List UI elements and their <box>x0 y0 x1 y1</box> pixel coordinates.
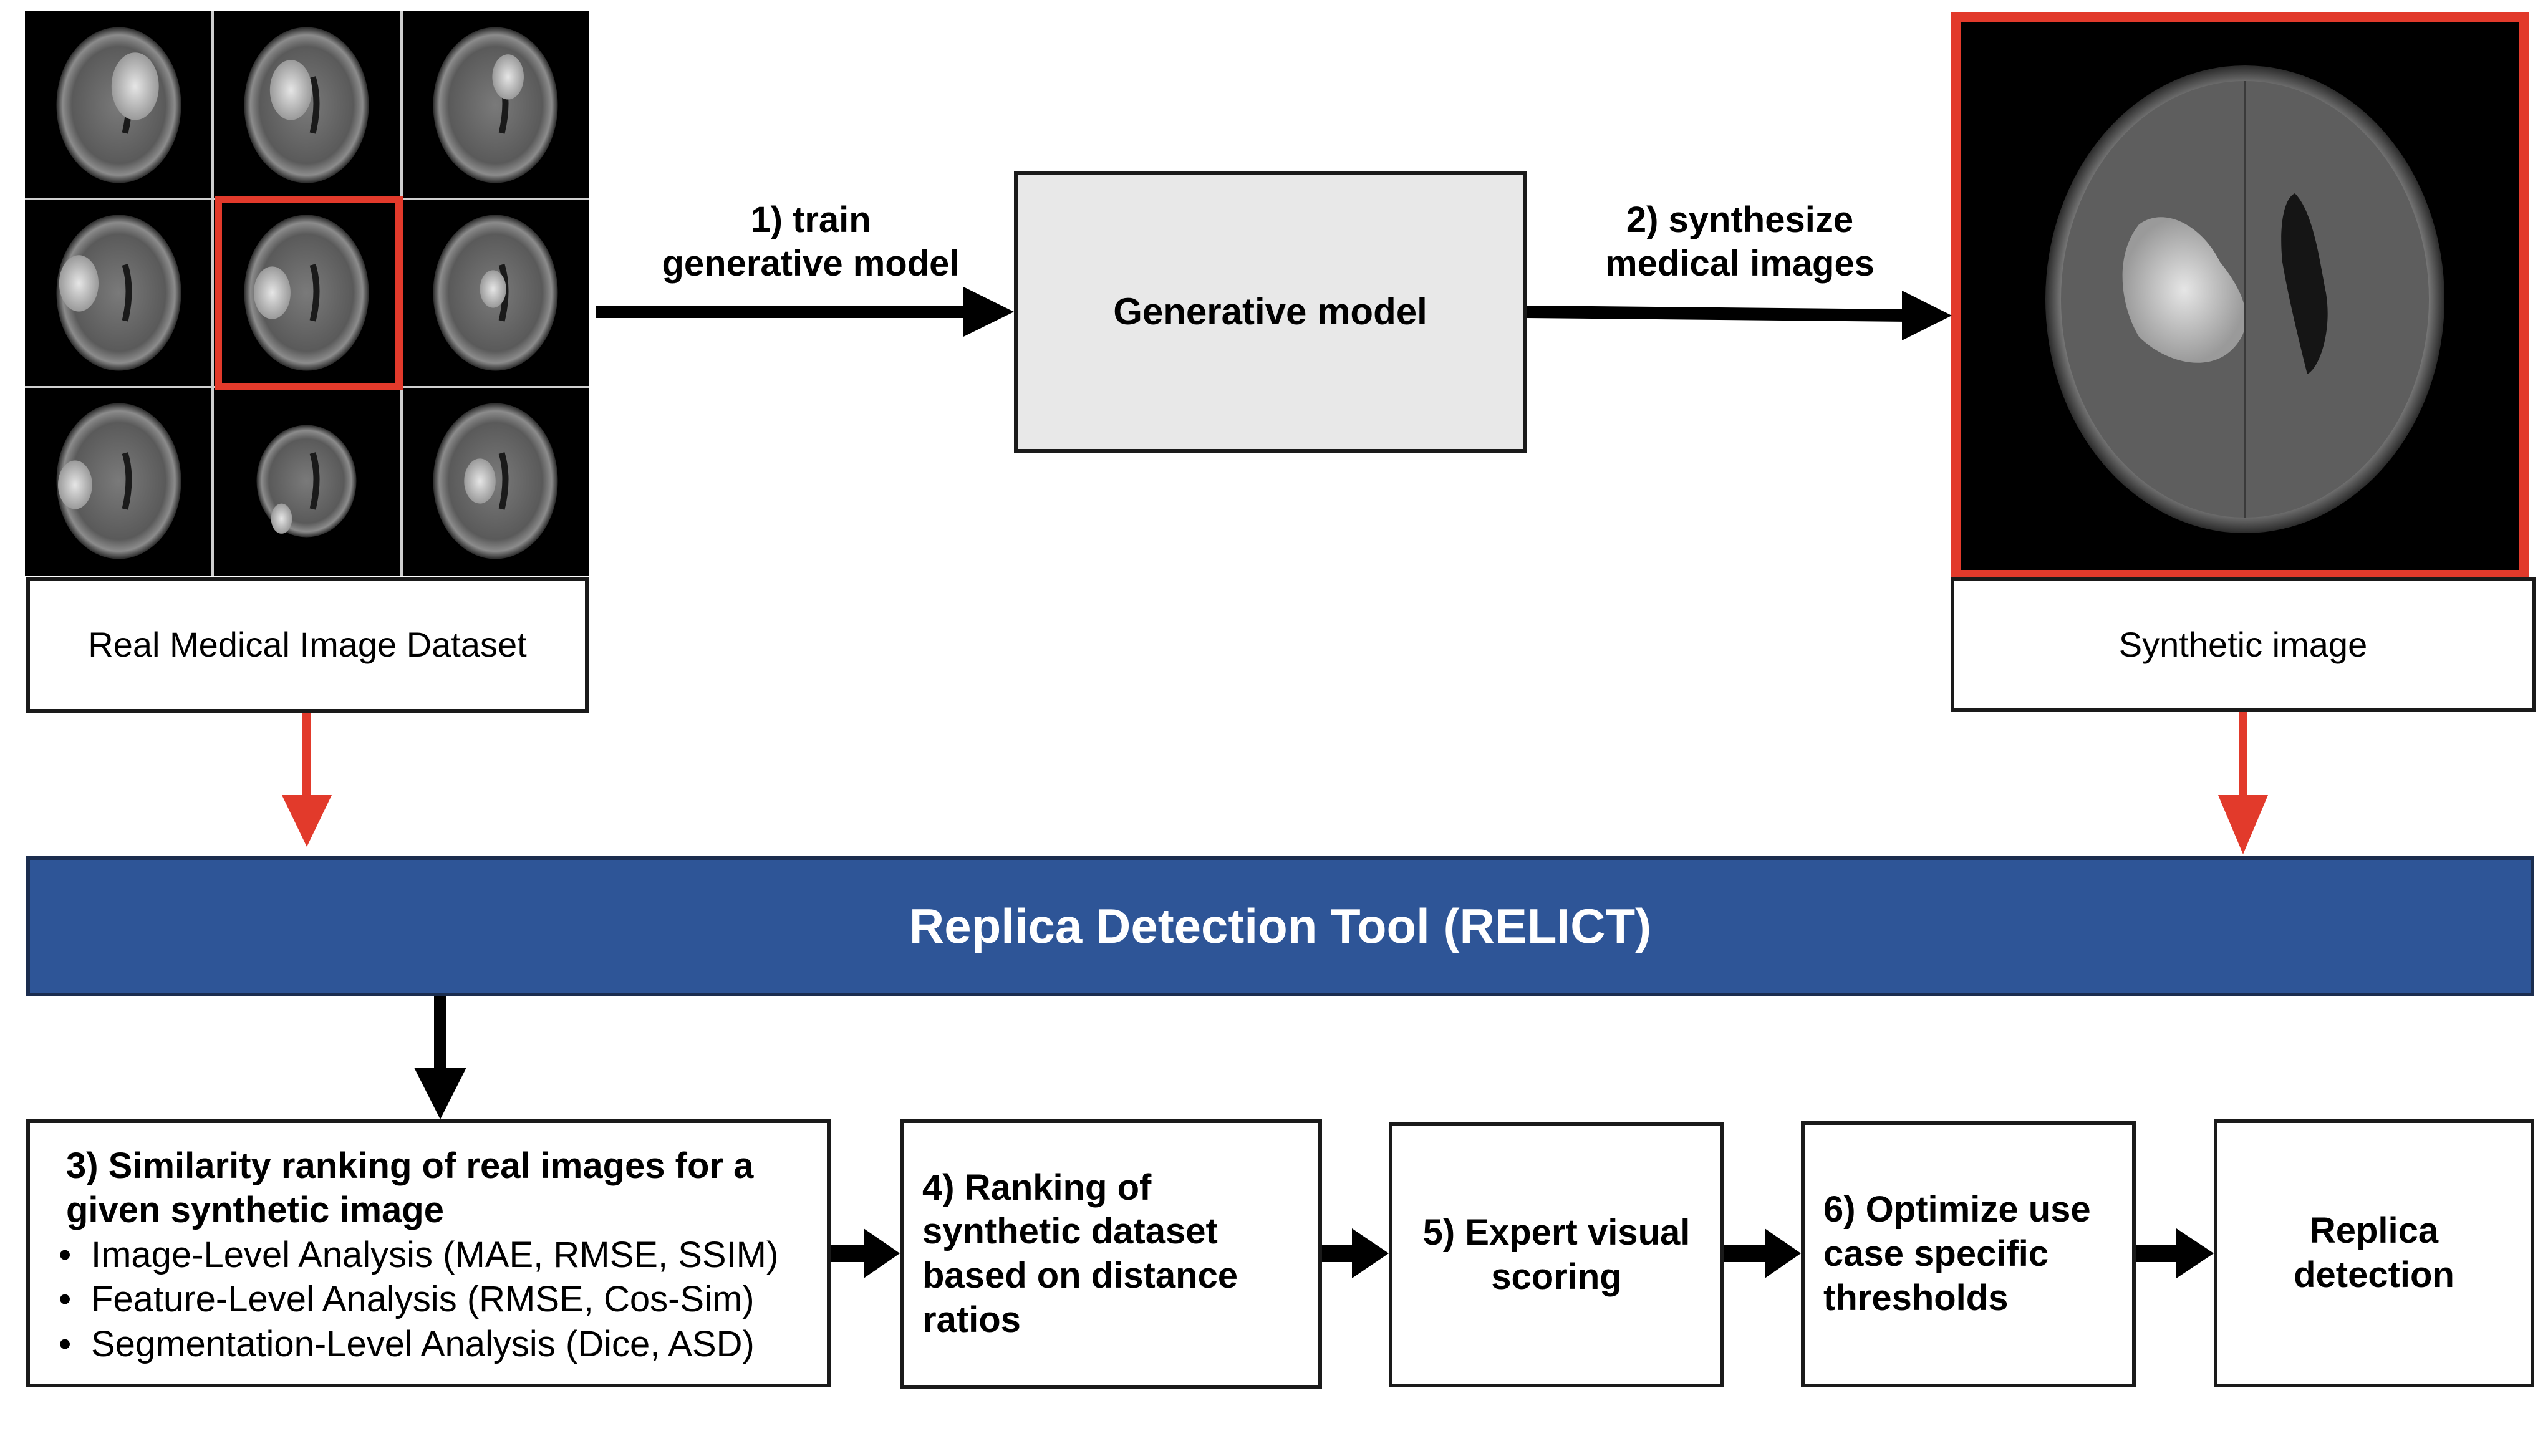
generative-model-label: Generative model <box>1113 291 1427 332</box>
step-6-to-7-arrow <box>2136 1228 2214 1278</box>
step-6-box: 6) Optimize use case specific thresholds <box>1801 1121 2136 1387</box>
brain-scan <box>56 215 181 371</box>
train-arrow <box>596 287 1014 337</box>
step-3-box: 3) Similarity ranking of real images for… <box>26 1119 831 1387</box>
relict-banner: Replica Detection Tool (RELICT) <box>26 856 2534 996</box>
step-4-to-5-arrow <box>1322 1228 1389 1278</box>
step-7-title: Replica detection <box>2294 1210 2454 1295</box>
hemorrhage-region <box>271 503 292 534</box>
hemorrhage-region <box>111 52 159 120</box>
brain-ventricle <box>122 452 132 510</box>
real-dataset-label: Real Medical Image Dataset <box>88 625 527 665</box>
brain-ventricle <box>309 76 320 134</box>
hemorrhage-region <box>253 266 291 319</box>
hemorrhage-region <box>58 460 92 509</box>
hemorrhage-region <box>59 255 99 312</box>
step-5-title: 5) Expert visual scoring <box>1422 1212 1691 1297</box>
step-5-to-6-arrow <box>1724 1228 1801 1278</box>
brain-scan <box>56 403 181 559</box>
step-3-bullet: Segmentation-Level Analysis (Dice, ASD) <box>59 1322 814 1367</box>
generative-model-box: Generative model <box>1014 171 1527 453</box>
brain-ventricle <box>498 452 509 510</box>
brain-ventricle <box>309 264 320 322</box>
hemorrhage-region <box>480 270 506 308</box>
synthetic-down-arrow <box>2218 712 2268 854</box>
train-arrow-label: 1) train generative model <box>662 200 960 284</box>
step-5-box: 5) Expert visual scoring <box>1389 1122 1724 1387</box>
brain-scan <box>244 215 369 371</box>
hemorrhage-region <box>492 54 524 100</box>
step-3-title: 3) Similarity ranking of real images for… <box>66 1145 754 1230</box>
step-3-bullet: Feature-Level Analysis (RMSE, Cos-Sim) <box>59 1277 814 1322</box>
synthesize-arrow-label: 2) synthesize medical images <box>1605 200 1875 284</box>
hemorrhage-region <box>269 60 312 120</box>
dataset-down-arrow <box>282 713 332 847</box>
step-4-box: 4) Ranking of synthetic dataset based on… <box>900 1119 1322 1389</box>
hemorrhage-region <box>464 458 496 504</box>
synthesize-arrow <box>1526 291 1952 340</box>
step-6-title: 6) Optimize use case specific thresholds <box>1823 1189 2091 1318</box>
step-3-bullets: Image-Level Analysis (MAE, RMSE, SSIM) F… <box>49 1233 814 1367</box>
synthetic-label-box: Synthetic image <box>1951 577 2536 712</box>
relict-label: Replica Detection Tool (RELICT) <box>909 899 1652 953</box>
brain-scan <box>433 27 558 183</box>
step-3-bullet: Image-Level Analysis (MAE, RMSE, SSIM) <box>59 1233 814 1278</box>
step-4-title: 4) Ranking of synthetic dataset based on… <box>922 1167 1238 1340</box>
step-3-to-4-arrow <box>831 1228 900 1278</box>
relict-down-arrow <box>414 996 466 1119</box>
synthetic-label: Synthetic image <box>2118 625 2368 665</box>
brain-ventricle <box>122 264 132 322</box>
brain-ventricle <box>309 452 320 510</box>
step-7-box: Replica detection <box>2214 1119 2534 1387</box>
real-dataset-label-box: Real Medical Image Dataset <box>26 577 589 713</box>
